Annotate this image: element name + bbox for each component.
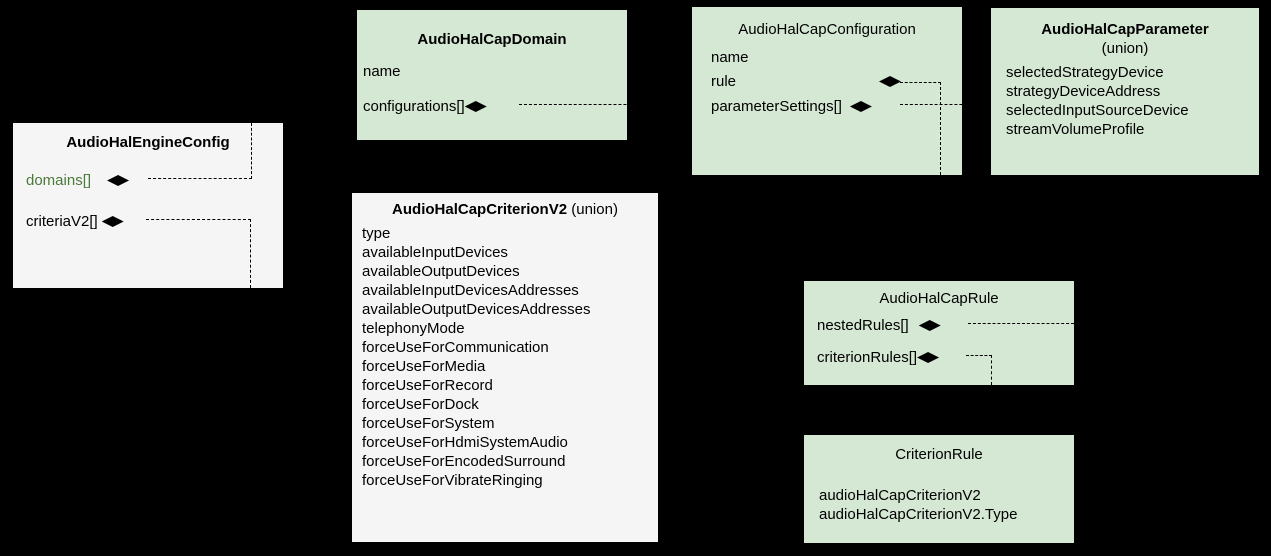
class-title-text-audio-hal-cap-parameter: AudioHalCapParameter (1041, 21, 1209, 38)
composition-diamond-rule (879, 76, 901, 87)
attribute-label-force-use-for-system: forceUseForSystem (362, 415, 495, 432)
attribute-label-available-output-devices-addresses: availableOutputDevicesAddresses (362, 301, 591, 318)
attribute-row-domains: domains[] (26, 171, 130, 190)
attribute-label-audio-hal-cap-criterion-v2-type: audioHalCapCriterionV2.Type (819, 506, 1018, 523)
attribute-label-force-use-for-media: forceUseForMedia (362, 358, 486, 375)
attribute-label-strategy-device-address: strategyDeviceAddress (1006, 83, 1161, 100)
attribute-label-criterion-rules: criterionRules[] (817, 349, 918, 366)
connector-configurations-horizontal (519, 104, 706, 105)
class-box-audio-hal-cap-criterion-v2: AudioHalCapCriterionV2 (union) type avai… (352, 193, 658, 542)
attribute-label-audio-hal-cap-criterion-v2: audioHalCapCriterionV2 (819, 487, 981, 504)
class-box-audio-hal-cap-configuration: AudioHalCapConfiguration (692, 7, 962, 175)
connector-rule-horizontal (900, 82, 941, 83)
attribute-label-telephony-mode: telephonyMode (362, 320, 465, 337)
attribute-label-selected-input-source-device: selectedInputSourceDevice (1006, 102, 1189, 119)
attribute-label-force-use-for-record: forceUseForRecord (362, 377, 493, 394)
attribute-label-nested-rules: nestedRules[] (817, 317, 909, 334)
connector-criterion-rules-vertical (991, 355, 992, 385)
class-box-audio-hal-cap-domain: AudioHalCapDomain (357, 10, 627, 140)
attribute-row-nested-rules: nestedRules[] (817, 316, 941, 335)
class-box-audio-hal-cap-rule: AudioHalCapRule (804, 281, 1074, 385)
attribute-row-parameter-settings: parameterSettings[] (711, 97, 872, 116)
attribute-label-stream-volume-profile: streamVolumeProfile (1006, 121, 1145, 138)
class-title-audio-hal-cap-domain: AudioHalCapDomain (417, 31, 567, 48)
connector-criterion-rules-horizontal (966, 355, 992, 356)
class-title-audio-hal-cap-parameter: AudioHalCapParameter (991, 20, 1259, 39)
attribute-label-domains: domains[] (26, 172, 92, 189)
connector-rule-vertical (940, 82, 941, 175)
attribute-label-available-output-devices: availableOutputDevices (362, 263, 520, 280)
attribute-row-criteria-v2: criteriaV2[] (26, 212, 124, 231)
attribute-label-available-input-devices-addresses: availableInputDevicesAddresses (362, 282, 579, 299)
class-title-audio-hal-cap-criterion-v2: AudioHalCapCriterionV2 (union) (352, 200, 658, 219)
class-title-audio-hal-engine-config: AudioHalEngineConfig (66, 134, 230, 151)
connector-nested-rules-horizontal (968, 323, 1074, 324)
connector-domains-vertical (251, 123, 252, 179)
composition-diamond-nested-rules (918, 320, 941, 331)
attribute-row-configurations: configurations[] (363, 97, 487, 116)
connector-domains-horizontal (148, 178, 252, 179)
class-box-audio-hal-cap-parameter: AudioHalCapParameter (union) selectedStr… (991, 8, 1259, 175)
class-title-suffix-audio-hal-cap-criterion-v2: (union) (571, 201, 618, 218)
class-box-audio-hal-engine-config: AudioHalEngineConfig (13, 123, 283, 288)
connector-criteria-v2-vertical (250, 219, 251, 288)
attribute-row-rule: rule (711, 72, 736, 91)
composition-diamond-domains (107, 175, 130, 186)
attribute-label-rule: rule (711, 73, 737, 90)
connector-parameter-settings-horizontal (900, 104, 992, 105)
attribute-label-configurations: configurations[] (363, 98, 465, 115)
attribute-label-domain-name: name (363, 63, 401, 80)
attribute-label-available-input-devices: availableInputDevices (362, 244, 508, 261)
composition-diamond-criterion-rules (917, 352, 940, 363)
attribute-row-criterion-rules: criterionRules[] (817, 348, 940, 367)
class-box-criterion-rule: CriterionRule audioHalCapCriterionV2 aud… (804, 435, 1074, 543)
attribute-label-force-use-for-communication: forceUseForCommunication (362, 339, 549, 356)
class-subtitle-audio-hal-cap-parameter: (union) (1101, 40, 1149, 57)
class-title-audio-hal-cap-rule: AudioHalCapRule (879, 290, 999, 307)
attribute-label-configuration-name: name (711, 49, 749, 66)
attribute-label-force-use-for-vibrate-ringing: forceUseForVibrateRinging (362, 472, 543, 489)
composition-diamond-criteria-v2 (101, 216, 124, 227)
attribute-label-criteria-v2: criteriaV2[] (26, 213, 98, 230)
attribute-label-force-use-for-dock: forceUseForDock (362, 396, 479, 413)
class-title-criterion-rule: CriterionRule (895, 446, 983, 463)
attribute-label-selected-strategy-device: selectedStrategyDevice (1006, 64, 1164, 81)
composition-diamond-configurations (464, 101, 487, 112)
attribute-label-parameter-settings: parameterSettings[] (711, 98, 842, 115)
connector-criteria-v2-horizontal (146, 219, 251, 220)
attribute-label-type: type (362, 225, 391, 242)
attribute-label-force-use-for-encoded-surround: forceUseForEncodedSurround (362, 453, 566, 470)
composition-diamond-parameter-settings (849, 101, 872, 112)
attribute-label-force-use-for-hdmi-system-audio: forceUseForHdmiSystemAudio (362, 434, 568, 451)
class-title-audio-hal-cap-configuration: AudioHalCapConfiguration (738, 21, 916, 38)
class-title-text-audio-hal-cap-criterion-v2: AudioHalCapCriterionV2 (392, 201, 568, 218)
